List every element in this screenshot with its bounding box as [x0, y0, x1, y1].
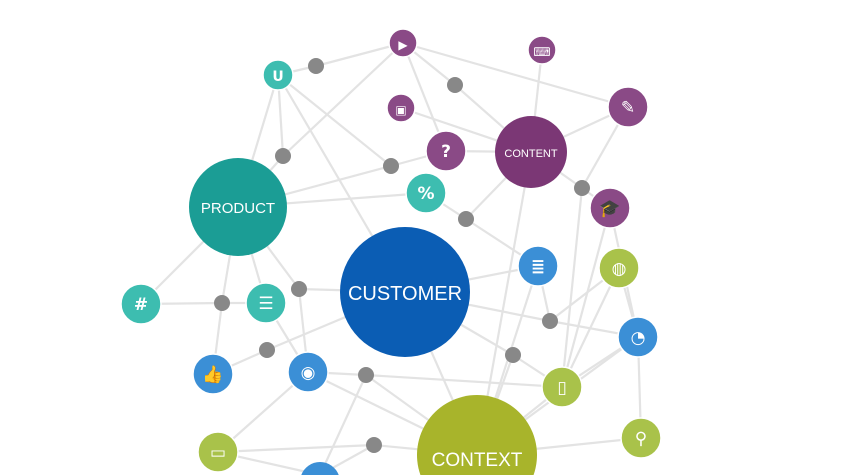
connector-dot: [542, 313, 558, 329]
svg-text:🎓: 🎓: [599, 199, 620, 219]
list-icon: ☰: [245, 282, 287, 324]
question-icon: ?: [425, 130, 467, 172]
hub-context: CONTEXT: [417, 395, 537, 475]
svg-text:◍: ◍: [612, 259, 627, 279]
connector-dot: [214, 295, 230, 311]
svg-text:#: #: [134, 295, 148, 315]
pencil-icon: ✎: [607, 86, 649, 128]
play-icon: ▶: [388, 28, 418, 58]
connector-dot: [383, 158, 399, 174]
svg-text:◉: ◉: [301, 363, 316, 383]
connector-dot: [505, 347, 521, 363]
hub-content-label: CONTENT: [504, 148, 557, 160]
search-icon: ⚲: [620, 417, 662, 459]
svg-text:▶: ▶: [398, 38, 408, 52]
percent-icon: %: [405, 172, 447, 214]
connector-dot: [259, 342, 275, 358]
hub-context-label: CONTEXT: [432, 450, 523, 471]
connector-dot: [275, 148, 291, 164]
connector-dot: [458, 211, 474, 227]
edge-line: [319, 374, 367, 475]
svg-text:≣: ≣: [531, 257, 545, 277]
hashtag-icon: #: [120, 283, 162, 325]
thumbs-up-icon: 👍: [192, 353, 234, 395]
svg-text:▯: ▯: [557, 378, 566, 398]
connector-dots: [214, 58, 590, 453]
svg-text:⚲: ⚲: [635, 429, 647, 449]
connector-dot: [574, 180, 590, 196]
svg-text:⌨: ⌨: [533, 45, 550, 59]
svg-text:▣: ▣: [395, 103, 406, 117]
connector-dot: [366, 437, 382, 453]
mobile-phone-icon: ▯: [541, 366, 583, 408]
connector-dot: [308, 58, 324, 74]
edge-line: [217, 443, 375, 454]
edge-line: [402, 41, 629, 109]
keyboard-icon: ⌨: [527, 35, 557, 65]
hub-product: PRODUCT: [189, 158, 287, 256]
hub-customer-label: CUSTOMER: [348, 283, 462, 305]
hub-product-label: PRODUCT: [201, 200, 275, 217]
svg-text:👍: 👍: [202, 364, 223, 385]
svg-text:▭: ▭: [210, 443, 226, 463]
edge-line: [277, 74, 392, 167]
laptop-icon: ▭: [197, 431, 239, 473]
partial-icon: [301, 462, 339, 475]
screen-icon: ▣: [386, 93, 416, 123]
graduation-cap-icon: 🎓: [589, 187, 631, 229]
edge-line: [560, 207, 612, 388]
icon-nodes: U ▶ ⌨ ✎ ▣?% 🎓 ≣ ◍ ◔ ▯ ⚲ # ☰ 👍 ◉ ▭: [120, 28, 662, 475]
hub-nodes: PRODUCT CUSTOMER CONTENT CONTEXT: [189, 116, 567, 475]
svg-text:✎: ✎: [621, 98, 635, 118]
edge-line: [282, 42, 404, 157]
hub-customer: CUSTOMER: [340, 227, 470, 357]
hub-content: CONTENT: [495, 116, 567, 188]
eye-icon: ◉: [287, 351, 329, 393]
pie-chart-icon: ◔: [617, 316, 659, 358]
connector-dot: [291, 281, 307, 297]
edge-line: [315, 41, 404, 68]
svg-text:U: U: [272, 69, 283, 85]
connector-dot: [447, 77, 463, 93]
edge-line: [560, 187, 584, 388]
svg-text:☰: ☰: [258, 294, 273, 314]
receipt-icon: ≣: [517, 245, 559, 287]
svg-text:◔: ◔: [631, 328, 646, 348]
globe-icon: ◍: [598, 247, 640, 289]
svg-text:?: ?: [441, 142, 451, 162]
magnet-icon: U: [262, 59, 294, 91]
edge-line: [365, 373, 563, 389]
svg-text:%: %: [417, 184, 434, 204]
connector-dot: [358, 367, 374, 383]
